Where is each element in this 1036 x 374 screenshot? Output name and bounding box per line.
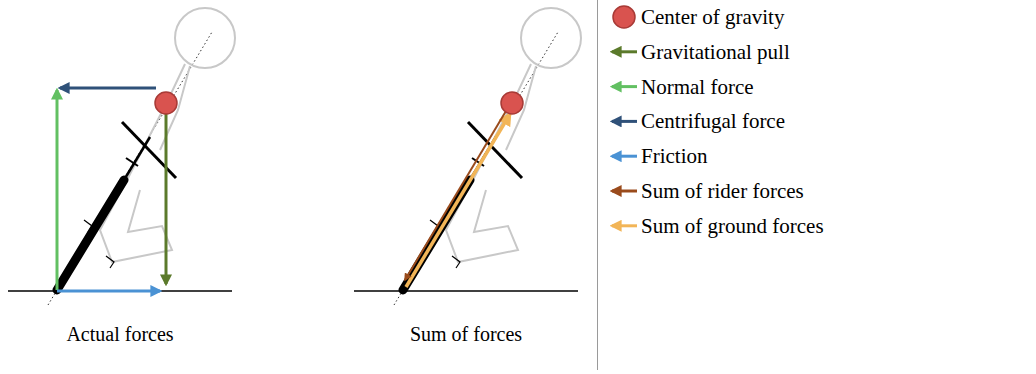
- legend-swatch: [612, 190, 637, 193]
- legend-label: Normal force: [641, 74, 754, 100]
- center-of-gravity: [501, 92, 523, 114]
- panel-caption: Actual forces: [66, 322, 173, 346]
- lean-axis: [394, 32, 558, 305]
- sum-forces-figure: [354, 8, 581, 305]
- legend-label: Sum of ground forces: [641, 213, 824, 239]
- legend-label: Gravitational pull: [641, 39, 790, 65]
- tick-mark: [126, 158, 138, 166]
- legend-swatch: [612, 120, 637, 123]
- legend-sample: [612, 156, 637, 157]
- tick-mark: [84, 220, 92, 232]
- tick-mark: [106, 256, 114, 268]
- ground-line: [354, 290, 578, 292]
- lean-axis: [48, 32, 212, 305]
- legend-sample: [613, 6, 635, 28]
- legend-swatch: [613, 6, 635, 28]
- legend-swatch: [612, 50, 637, 53]
- centrifugal-force-arrow: [60, 87, 156, 90]
- legend-sample: [612, 121, 637, 122]
- actual-forces-figure: [8, 8, 235, 305]
- rider-body: [100, 64, 185, 262]
- friction-arrow: [57, 290, 160, 293]
- legend-swatch: [612, 224, 637, 227]
- legend-border: [597, 0, 598, 370]
- center-of-gravity: [155, 92, 177, 114]
- rider-forces-arrow: [405, 106, 509, 280]
- rider-head: [175, 8, 235, 68]
- legend-sample: [612, 51, 637, 52]
- tick-mark: [452, 256, 460, 268]
- legend-label: Centrifugal force: [641, 108, 785, 134]
- legend-swatch: [612, 85, 637, 88]
- ground-forces-arrow: [406, 114, 510, 287]
- legend-label: Sum of rider forces: [641, 178, 804, 204]
- legend-sample: [612, 191, 637, 192]
- legend-label: Center of gravity: [641, 4, 784, 30]
- normal-force-arrow: [56, 90, 59, 290]
- front-wheel: [57, 180, 124, 290]
- legend-sample: [612, 225, 637, 226]
- legend-sample: [612, 86, 637, 87]
- rider-head: [521, 8, 581, 68]
- gravity-arrow: [165, 112, 168, 284]
- fork: [124, 137, 150, 180]
- legend-label: Friction: [641, 143, 708, 169]
- handlebar: [122, 122, 176, 178]
- ground-line: [8, 290, 232, 292]
- panel-caption: Sum of forces: [410, 322, 522, 346]
- rider-body: [446, 64, 531, 262]
- legend-swatch: [612, 155, 637, 158]
